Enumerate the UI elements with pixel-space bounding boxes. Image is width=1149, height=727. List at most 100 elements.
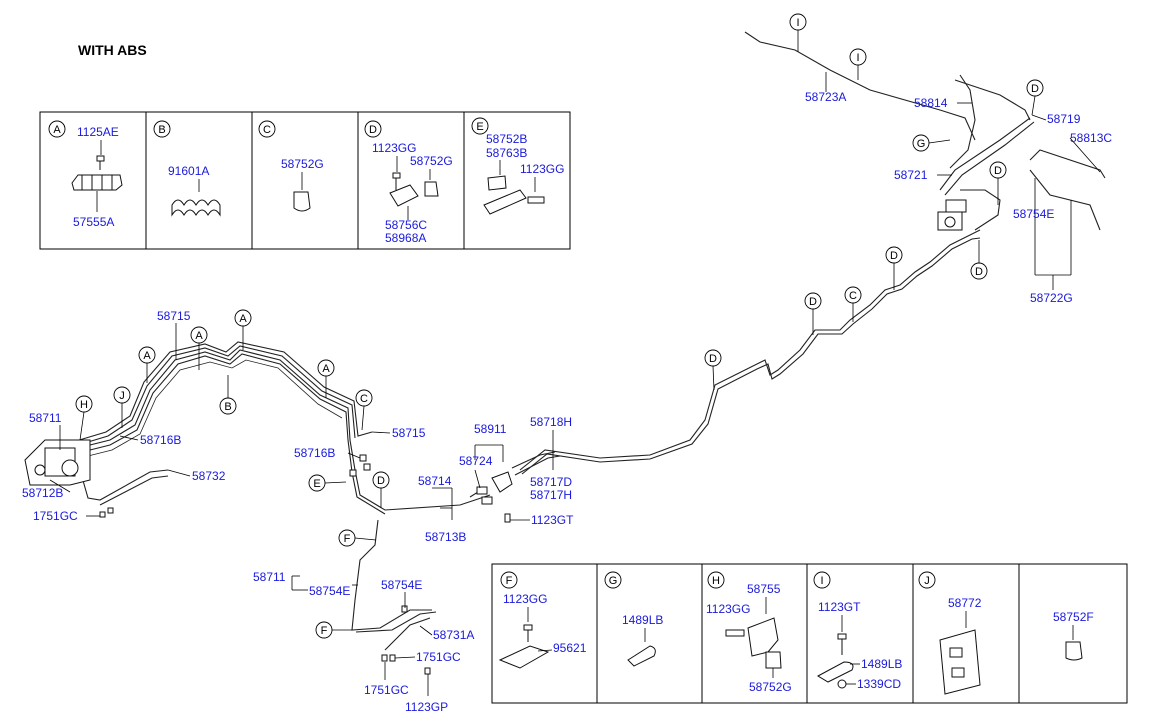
- inset-cell-58752f: 58752F: [1053, 610, 1094, 661]
- label-58813c: 58813C: [1070, 131, 1112, 145]
- part-1489lb-g: 1489LB: [622, 613, 663, 627]
- label-58814: 58814: [914, 96, 948, 110]
- callout-f-2: F: [315, 621, 352, 639]
- inset-cell-j: J 58772: [918, 571, 982, 695]
- label-58713b: 58713B: [425, 530, 466, 544]
- part-58755: 58755: [747, 582, 781, 596]
- part-58752g-c: 58752G: [281, 157, 324, 171]
- svg-text:G: G: [917, 138, 926, 150]
- label-58723a: 58723A: [805, 90, 846, 104]
- callout-d-1: D: [372, 471, 390, 508]
- label-58714: 58714: [418, 474, 452, 488]
- label-58754e-3: 58754E: [1013, 207, 1054, 221]
- inset-cell-a: A 1125AE 57555A: [48, 120, 123, 229]
- label-1123gp: 1123GP: [405, 700, 448, 714]
- svg-text:C: C: [849, 290, 857, 302]
- clip-58752g-h-icon: [765, 651, 782, 669]
- callout-f-1: F: [338, 529, 377, 547]
- svg-text:I: I: [856, 52, 859, 64]
- inset-cell-c: C 58752G: [258, 120, 324, 212]
- svg-text:D: D: [994, 165, 1002, 177]
- callout-d-label: D: [369, 124, 377, 136]
- inset-table-top: A 1125AE 57555A B 91601A C 58752G: [39, 111, 571, 250]
- label-58715-a: 58715: [157, 309, 191, 323]
- clip-91601a-icon: [171, 199, 221, 217]
- leader-lines: [49, 72, 1101, 696]
- part-91601a: 91601A: [168, 164, 209, 178]
- callout-e: E: [308, 474, 347, 492]
- svg-text:D: D: [377, 475, 385, 487]
- part-1125ae: 1125AE: [77, 125, 119, 139]
- label-58911: 58911: [474, 422, 507, 436]
- label-1751gc-2: 1751GC: [416, 650, 461, 664]
- bolt-icon: [392, 172, 401, 179]
- svg-text:D: D: [975, 266, 983, 278]
- callout-g: G: [912, 134, 951, 152]
- label-58715-b: 58715: [392, 426, 426, 440]
- clip-58752f-icon: [1065, 641, 1083, 661]
- part-1123gg-f: 1123GG: [503, 592, 547, 606]
- svg-text:I: I: [796, 17, 799, 29]
- svg-text:A: A: [322, 363, 330, 375]
- callout-c-2: C: [844, 286, 862, 322]
- bracket-58756c-icon: [389, 184, 419, 207]
- label-58754e-1: 58754E: [309, 584, 350, 598]
- part-58772: 58772: [948, 596, 982, 610]
- bracket-58911: [476, 471, 513, 523]
- inset-cell-e: E 58752B 58763B 1123GG: [471, 117, 564, 215]
- callout-a-3: A: [234, 309, 252, 350]
- svg-text:F: F: [321, 625, 328, 637]
- inset-cell-d: D 1123GG 58752G 58756C 58968A: [364, 120, 453, 245]
- callout-c-1: C: [355, 389, 373, 431]
- label-58711-b: 58711: [253, 570, 286, 584]
- callout-b-label: B: [158, 124, 165, 136]
- svg-text:J: J: [119, 390, 125, 402]
- callout-j: J: [113, 386, 131, 428]
- block-58772-icon: [939, 629, 981, 695]
- label-1751gc-3: 1751GC: [364, 683, 409, 697]
- svg-text:D: D: [809, 296, 817, 308]
- callout-a-2: A: [190, 326, 208, 370]
- inset-cell-b: B 91601A: [153, 120, 221, 217]
- callout-c-label: C: [263, 124, 271, 136]
- nut-icon: [837, 679, 847, 689]
- part-58752b: 58752B: [486, 132, 527, 146]
- label-58717h: 58717H: [530, 488, 572, 502]
- callout-h: H: [75, 395, 93, 441]
- bolt-h-icon: [725, 629, 745, 637]
- callout-i-1: I: [789, 13, 807, 52]
- part-labels: 58715 58711 58716B 58732 58712B 1751GC 5…: [22, 90, 1112, 714]
- part-1123gg-e: 1123GG: [520, 162, 564, 176]
- part-95621: 95621: [553, 641, 587, 655]
- part-58756c: 58756C: [385, 218, 427, 232]
- inset-cell-f: F 1123GG 95621: [498, 571, 587, 669]
- callout-d-4: D: [885, 246, 903, 290]
- callout-i-label: I: [820, 575, 823, 587]
- clamp-1489lb-icon: [627, 645, 656, 667]
- svg-text:E: E: [313, 478, 320, 490]
- label-58754e-2: 58754E: [381, 578, 422, 592]
- svg-text:B: B: [224, 401, 231, 413]
- part-58763b: 58763B: [486, 146, 527, 160]
- label-1123gt: 1123GT: [531, 513, 574, 527]
- part-1123gt-i: 1123GT: [818, 600, 861, 614]
- bolt-i-icon: [837, 633, 847, 640]
- callout-d-7: D: [1026, 79, 1044, 116]
- callout-a-4: A: [317, 359, 335, 398]
- svg-text:A: A: [143, 350, 151, 362]
- part-58752g-h: 58752G: [749, 680, 792, 694]
- callout-e-label: E: [476, 121, 483, 133]
- svg-text:F: F: [344, 533, 351, 545]
- clip-58752b-icon: [487, 175, 507, 191]
- clip-d-icon: [424, 181, 439, 197]
- part-57555a: 57555A: [73, 215, 114, 229]
- label-58717d: 58717D: [530, 475, 572, 489]
- label-58718h: 58718H: [530, 415, 572, 429]
- brake-lines: [65, 31, 1106, 651]
- inset-cell-h: H 58755 1123GG 58752G: [706, 571, 792, 694]
- label-58712b: 58712B: [22, 486, 63, 500]
- svg-text:A: A: [239, 313, 247, 325]
- svg-text:D: D: [890, 250, 898, 262]
